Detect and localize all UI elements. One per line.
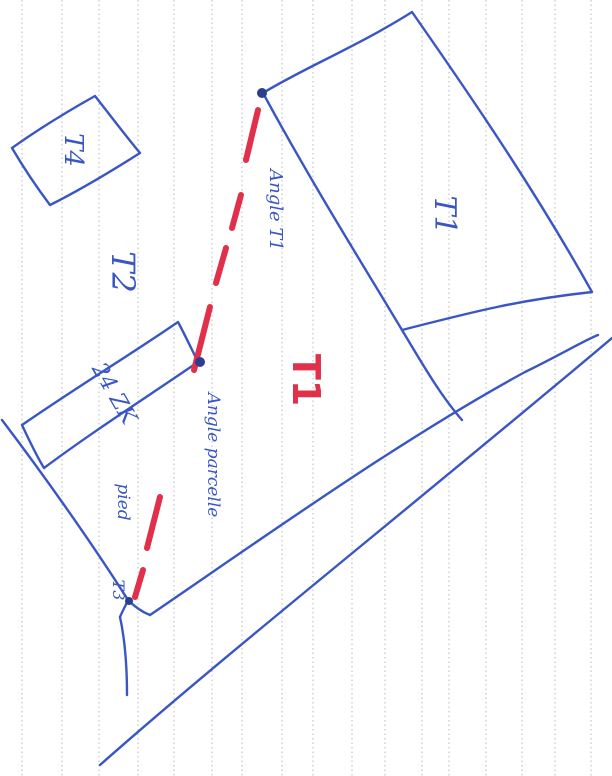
building-t4-outline	[10, 94, 142, 207]
label-angle-t1: Angle T1	[265, 167, 286, 251]
label-t1-center: T1	[284, 354, 328, 406]
parcel-outline	[0, 418, 130, 619]
label-pied: pied	[113, 483, 133, 520]
label-t1-inside: T1	[427, 195, 462, 234]
building-t1-inner-line	[400, 328, 464, 422]
label-angle-parcelle: Angle parcelle	[203, 391, 223, 518]
road-outer-edge	[98, 336, 612, 767]
parcel-south-edge	[148, 333, 600, 617]
notebook-rules	[21, 0, 592, 776]
point-angle-parcelle	[195, 357, 205, 367]
boundary-line	[132, 107, 261, 600]
building-t1-outline	[261, 10, 594, 332]
label-t4: T4	[58, 133, 88, 167]
label-t3: T3	[109, 580, 128, 601]
point-t3	[125, 597, 133, 605]
point-angle-t1	[257, 88, 267, 98]
road-edge	[118, 615, 129, 697]
label-t2: T2	[104, 251, 142, 293]
